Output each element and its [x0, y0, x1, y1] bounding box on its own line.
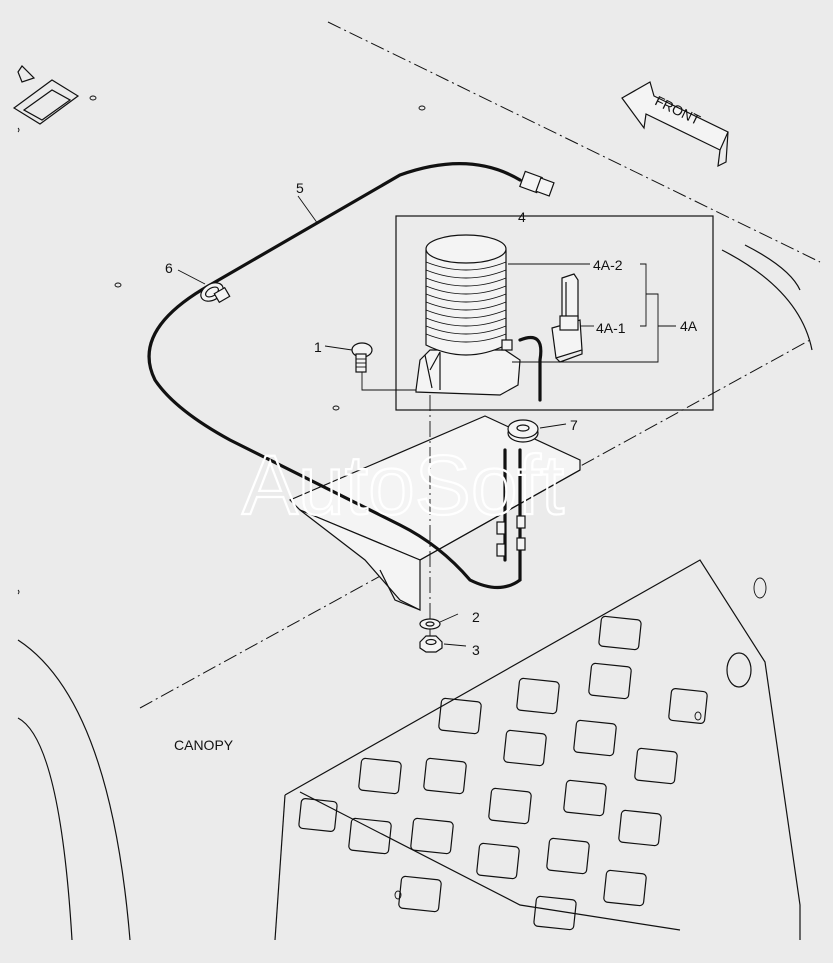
- beacon-lamp-icon: [415, 234, 521, 396]
- bolt-icon: [351, 342, 373, 373]
- callout-4A-1: 4A-1: [596, 320, 626, 336]
- callout-6: 6: [165, 260, 173, 276]
- nut-icon: [419, 635, 443, 653]
- callout-2: 2: [472, 609, 480, 625]
- connector-icon: [519, 170, 555, 197]
- callout-4: 4: [518, 209, 526, 225]
- callout-5: 5: [296, 180, 304, 196]
- callout-4A: 4A: [680, 318, 698, 334]
- callout-3: 3: [472, 642, 480, 658]
- callout-7: 7: [570, 417, 578, 433]
- canopy-structure: [12, 21, 821, 941]
- watermark: AutoSoft: [242, 438, 564, 532]
- harness-connectors: [496, 515, 526, 557]
- leader-lines: [177, 195, 676, 647]
- cable-harness-5: [147, 162, 522, 590]
- canopy-label: CANOPY: [174, 737, 234, 753]
- fuse-holder-icon: [551, 273, 583, 363]
- mounting-bracket: [288, 415, 581, 611]
- callout-1: 1: [314, 339, 322, 355]
- washer-icon: [419, 618, 441, 630]
- cable-clamp-icon: [200, 282, 231, 304]
- grommet-icon: [507, 419, 539, 443]
- front-arrow-icon: FRONT: [621, 81, 729, 168]
- callout-4A-2: 4A-2: [593, 257, 623, 273]
- mesh-cells: [298, 615, 708, 931]
- kit-4-frame: [395, 215, 714, 411]
